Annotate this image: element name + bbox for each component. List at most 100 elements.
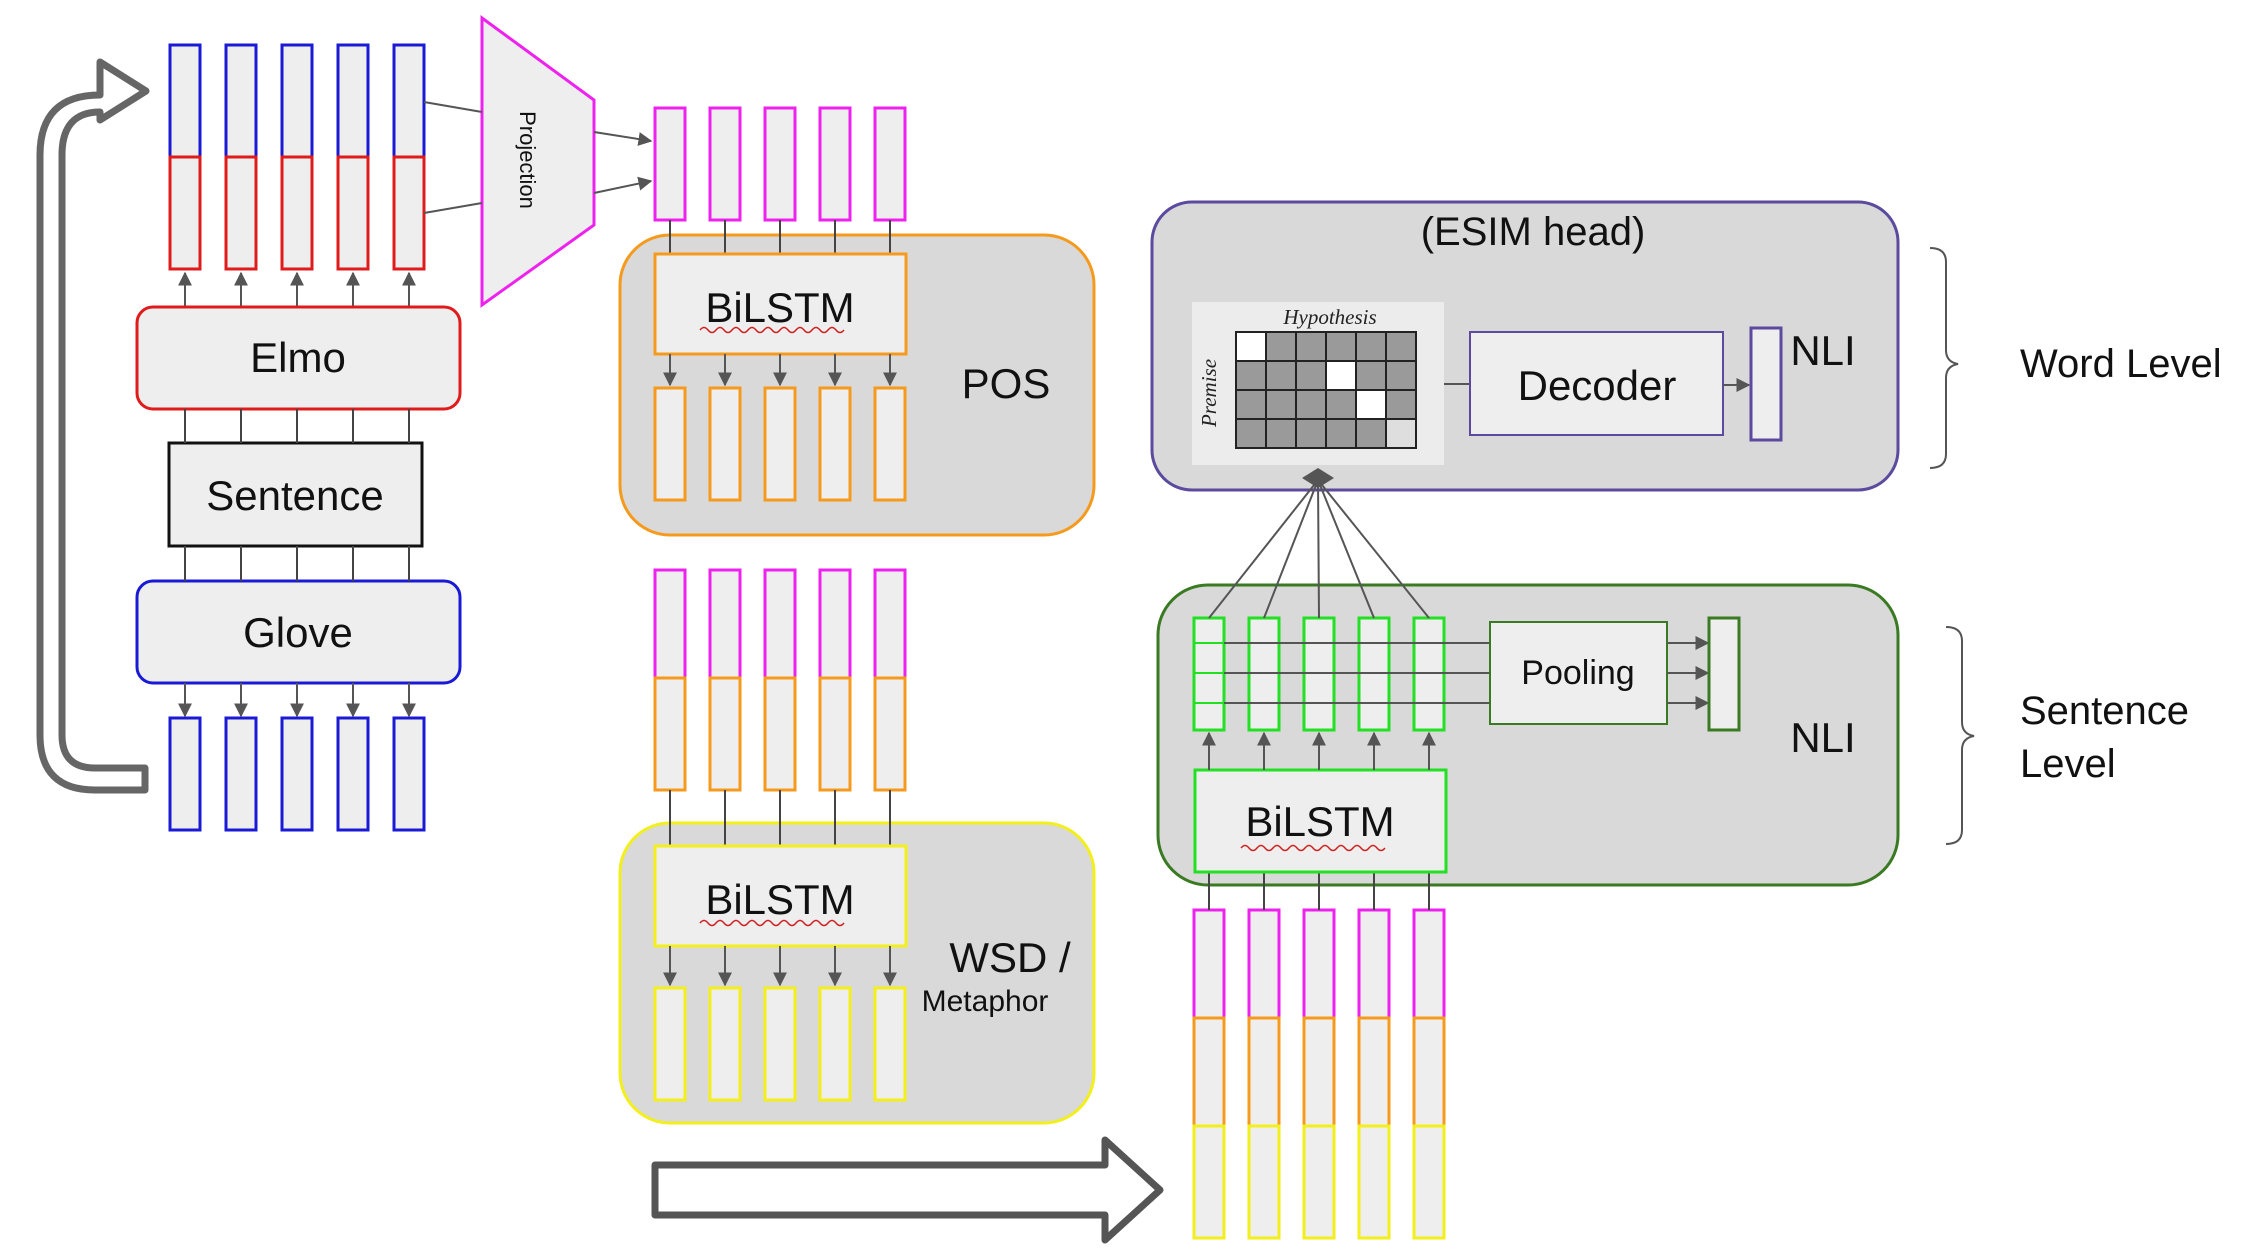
pos-part-segment	[763, 676, 797, 792]
elmo-box	[135, 305, 462, 411]
wsd-part-segment	[1192, 1124, 1226, 1240]
pos-part-segment	[1247, 1016, 1281, 1128]
attention-cell	[1385, 360, 1417, 391]
wsd-output-vector	[653, 986, 687, 1102]
pos-task-label: POS	[962, 360, 1051, 407]
attention-fan-arrows	[1208, 479, 1430, 619]
attention-cell	[1235, 389, 1267, 420]
projected-part-segment	[1412, 908, 1446, 1020]
pooling-label: Pooling	[1521, 654, 1634, 692]
projected-part-segment	[818, 568, 852, 680]
sentence-bilstm-label: BiLSTM	[1245, 798, 1394, 845]
projected-part-segment	[1247, 908, 1281, 1020]
projected-part-segment	[653, 568, 687, 680]
projected-part-segment	[1192, 908, 1226, 1020]
nli-word-label: NLI	[1790, 327, 1855, 374]
attention-cell	[1235, 331, 1267, 362]
word-level-brace	[1929, 247, 1959, 469]
nli-sentence-label: NLI	[1790, 714, 1855, 761]
hypothesis-label: Hypothesis	[1282, 305, 1376, 329]
wsd-part-segment	[1412, 1124, 1446, 1240]
sentence-level-brace	[1945, 626, 1975, 845]
attention-cell	[1235, 418, 1267, 449]
sentence-bilstm-input-lines	[1208, 872, 1430, 910]
projected-vector	[818, 106, 852, 222]
attention-cell	[1295, 360, 1327, 391]
attention-cell	[1355, 360, 1387, 391]
sentence-input-vectors	[1192, 908, 1446, 1240]
pos-part-segment	[1357, 1016, 1391, 1128]
spellcheck-underline	[699, 326, 845, 334]
wsd-part-segment	[1302, 1124, 1336, 1240]
spellcheck-underline	[1240, 844, 1386, 852]
pos-part-segment	[1302, 1016, 1336, 1128]
forward-arrow	[651, 1136, 1164, 1244]
glove-vector	[168, 716, 202, 832]
glove-part-segment	[168, 43, 202, 159]
pos-part-segment	[818, 676, 852, 792]
projected-part-segment	[763, 568, 797, 680]
attention-cell	[1265, 389, 1297, 420]
attention-matrix	[1235, 331, 1417, 449]
glove-part-segment	[392, 43, 426, 159]
projected-part-segment	[1357, 908, 1391, 1020]
wsd-task-label-1: WSD /	[949, 934, 1071, 981]
fan-line	[1263, 479, 1319, 619]
glove-vector	[224, 716, 258, 832]
attention-cell	[1295, 418, 1327, 449]
elmo-part-segment	[168, 155, 202, 271]
hidden-vector	[1192, 616, 1226, 732]
glove-vector	[392, 716, 426, 832]
decoder-box	[1469, 331, 1724, 436]
pos-part-segment	[708, 676, 742, 792]
wsd-bilstm-box	[653, 844, 908, 948]
projected-vector	[708, 106, 742, 222]
pos-bilstm-label: BiLSTM	[705, 284, 854, 331]
fan-line	[1208, 479, 1319, 619]
projected-vector	[653, 106, 687, 222]
elmo-label: Elmo	[250, 334, 346, 381]
concat-vectors	[168, 43, 426, 307]
fan-line	[1317, 479, 1320, 619]
proj-out-arrow-2	[593, 176, 653, 194]
proj-in-line-2	[423, 202, 483, 214]
attention-cell	[1325, 331, 1357, 362]
wsd-output-vector	[818, 986, 852, 1102]
pooling-box	[1489, 621, 1668, 725]
attention-cell	[1355, 418, 1387, 449]
projected-vector	[873, 106, 907, 222]
premise-label: Premise	[1197, 359, 1221, 428]
pos-part-segment	[873, 676, 907, 792]
glove-part-segment	[336, 43, 370, 159]
sentence-bilstm-box	[1193, 768, 1448, 874]
elmo-part-segment	[336, 155, 370, 271]
pos-output-vector	[763, 386, 797, 502]
glove-vectors	[168, 683, 426, 832]
proj-out-arrow-1	[593, 131, 653, 146]
projected-part-segment	[1302, 908, 1336, 1020]
left-stack-connectors	[184, 409, 410, 581]
pos-part-segment	[653, 676, 687, 792]
attention-cell	[1385, 389, 1417, 420]
attention-cell	[1265, 360, 1297, 391]
attention-cell	[1265, 418, 1297, 449]
wsd-part-segment	[1357, 1124, 1391, 1240]
proj-in-line-1	[423, 101, 483, 113]
decoder-label: Decoder	[1518, 362, 1677, 409]
attention-cell	[1325, 360, 1357, 391]
projected-vector	[763, 106, 797, 222]
attention-cell	[1355, 389, 1387, 420]
elmo-part-segment	[280, 155, 314, 271]
pos-output-vector	[818, 386, 852, 502]
attention-cell	[1385, 331, 1417, 362]
projected-vectors	[653, 106, 907, 222]
attention-cell	[1295, 389, 1327, 420]
attention-cell	[1295, 331, 1327, 362]
pos-part-segment	[1192, 1016, 1226, 1128]
loop-arrow	[36, 58, 150, 794]
attention-cell	[1385, 418, 1417, 449]
glove-part-segment	[224, 43, 258, 159]
pooling-arrows	[1667, 636, 1710, 710]
glove-box	[135, 579, 462, 685]
